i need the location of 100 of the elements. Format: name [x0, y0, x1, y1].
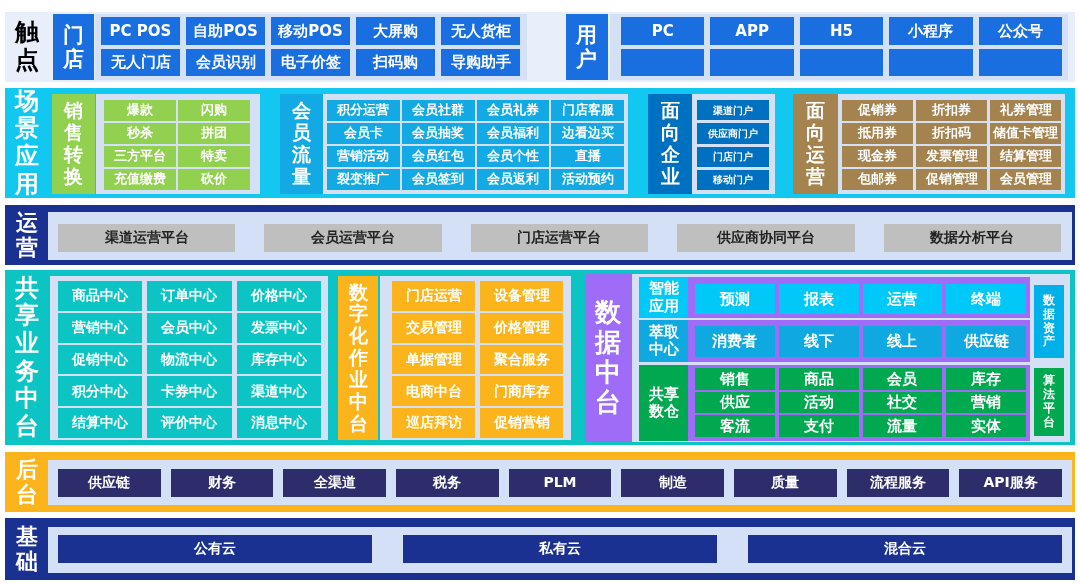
item-box: PLM — [508, 469, 612, 497]
item-box: 折扣码 — [916, 123, 987, 144]
item-box: 闪购 — [178, 100, 250, 121]
item-box: 消费者 — [695, 326, 775, 357]
item-box: 砍价 — [178, 169, 250, 190]
item-box: 活动预约 — [551, 169, 624, 190]
item-box: 终端 — [946, 284, 1026, 314]
item-box: 会员个性 — [476, 146, 550, 167]
item-box: 扫码购 — [356, 48, 435, 76]
item-box: 储值卡管理 — [990, 123, 1061, 144]
layer-band — [5, 452, 1075, 512]
item-box: 会员抽奖 — [401, 123, 475, 144]
item-box: 运营 — [862, 284, 943, 314]
item-box: API服务 — [959, 469, 1062, 497]
item-box: 交易管理 — [392, 312, 475, 343]
item-box: 无人门店 — [101, 48, 180, 76]
item-box: 流量 — [862, 415, 943, 437]
item-box: 渠道门户 — [697, 100, 769, 121]
item-box: 会员礼券 — [476, 100, 550, 121]
item-box: 商品 — [778, 368, 859, 390]
layer-band — [5, 88, 1075, 198]
item-box: 折扣券 — [916, 100, 987, 121]
item-box: 促销券 — [842, 100, 913, 121]
item-box: 实体 — [946, 415, 1026, 437]
group-header: 面向运营 — [793, 94, 838, 194]
item-box: 制造 — [621, 469, 724, 497]
item-box: 门店门户 — [697, 146, 769, 167]
item-box: 电商中台 — [392, 376, 475, 407]
item-box: 销售 — [695, 368, 775, 390]
item-box: 爆款 — [104, 100, 176, 121]
item-box: 物流中心 — [147, 344, 232, 375]
item-box: 供应链 — [58, 469, 161, 497]
item-box: 库存中心 — [236, 344, 321, 375]
item-box: APP — [710, 17, 794, 45]
item-box: 商品中心 — [58, 281, 143, 311]
group-header: 用户 — [566, 14, 608, 80]
item-box: 自助POS — [186, 17, 265, 45]
item-box — [621, 48, 705, 76]
item-box: 大屏购 — [356, 17, 435, 45]
item-box: 促销营销 — [480, 408, 563, 438]
item-box: 会员卡 — [327, 123, 400, 144]
item-box: 导购助手 — [441, 48, 520, 76]
item-box: 单据管理 — [392, 344, 475, 375]
item-box: 拼团 — [178, 123, 250, 144]
group-header: 萃取中心 — [639, 320, 688, 362]
group-header: 面向企业 — [648, 94, 692, 194]
item-box: 会员识别 — [186, 48, 265, 76]
item-box: 线下 — [778, 326, 859, 357]
group-header: 销售转换 — [52, 94, 95, 194]
item-box: 质量 — [734, 469, 837, 497]
item-box: 线上 — [862, 326, 943, 357]
item-box: 直播 — [551, 146, 624, 167]
item-box: 算法平台 — [1034, 368, 1064, 436]
group-header: 共享数仓 — [639, 365, 688, 441]
item-box: 抵用券 — [842, 123, 913, 144]
item-box: 门店运营平台 — [470, 224, 649, 252]
item-box: 评价中心 — [147, 408, 232, 438]
item-box: 会员签到 — [401, 169, 475, 190]
item-box: 积分运营 — [327, 100, 400, 121]
item-box: 客流 — [695, 415, 775, 437]
item-box: 边看边买 — [551, 123, 624, 144]
item-box: 设备管理 — [480, 281, 563, 311]
item-box: 数据分析平台 — [883, 224, 1061, 252]
layer-title: 触点 — [13, 17, 40, 76]
item-box: PC — [621, 17, 705, 45]
item-box: 移动POS — [271, 17, 350, 45]
item-box: 无人货柜 — [441, 17, 520, 45]
item-box — [710, 48, 794, 76]
item-box: 会员社群 — [401, 100, 475, 121]
layer-title: 运营 — [15, 208, 39, 262]
item-box: 电子价签 — [271, 48, 350, 76]
item-box: 积分中心 — [58, 376, 143, 407]
layer-band — [5, 205, 1075, 265]
item-box: 供应 — [695, 391, 775, 414]
item-box: 门店运营 — [392, 281, 475, 311]
item-box: 包邮券 — [842, 169, 913, 190]
item-box: 供应链 — [946, 326, 1026, 357]
item-box: 数据资产 — [1034, 285, 1064, 358]
item-box: 会员 — [862, 368, 943, 390]
item-box: 财务 — [170, 469, 274, 497]
item-box: 渠道中心 — [236, 376, 321, 407]
item-box: 聚合服务 — [480, 344, 563, 375]
item-box: 价格管理 — [480, 312, 563, 343]
item-box: 库存 — [946, 368, 1026, 390]
item-box: 发票管理 — [916, 146, 987, 167]
item-box: 渠道运营平台 — [58, 224, 236, 252]
item-box: 订单中心 — [147, 281, 232, 311]
item-box: 巡店拜访 — [392, 408, 475, 438]
item-box: 会员红包 — [401, 146, 475, 167]
item-box: 门商库存 — [480, 376, 563, 407]
item-box: 公有云 — [58, 535, 372, 563]
item-box: 三方平台 — [104, 146, 176, 167]
layer-band — [5, 270, 1075, 445]
item-box: 移动门户 — [697, 169, 769, 190]
item-box: 结算中心 — [58, 408, 143, 438]
item-box: 小程序 — [889, 17, 973, 45]
item-box: 流程服务 — [846, 469, 950, 497]
item-box: 会员中心 — [147, 312, 232, 343]
group-header: 门店 — [53, 14, 94, 80]
item-box — [978, 48, 1062, 76]
